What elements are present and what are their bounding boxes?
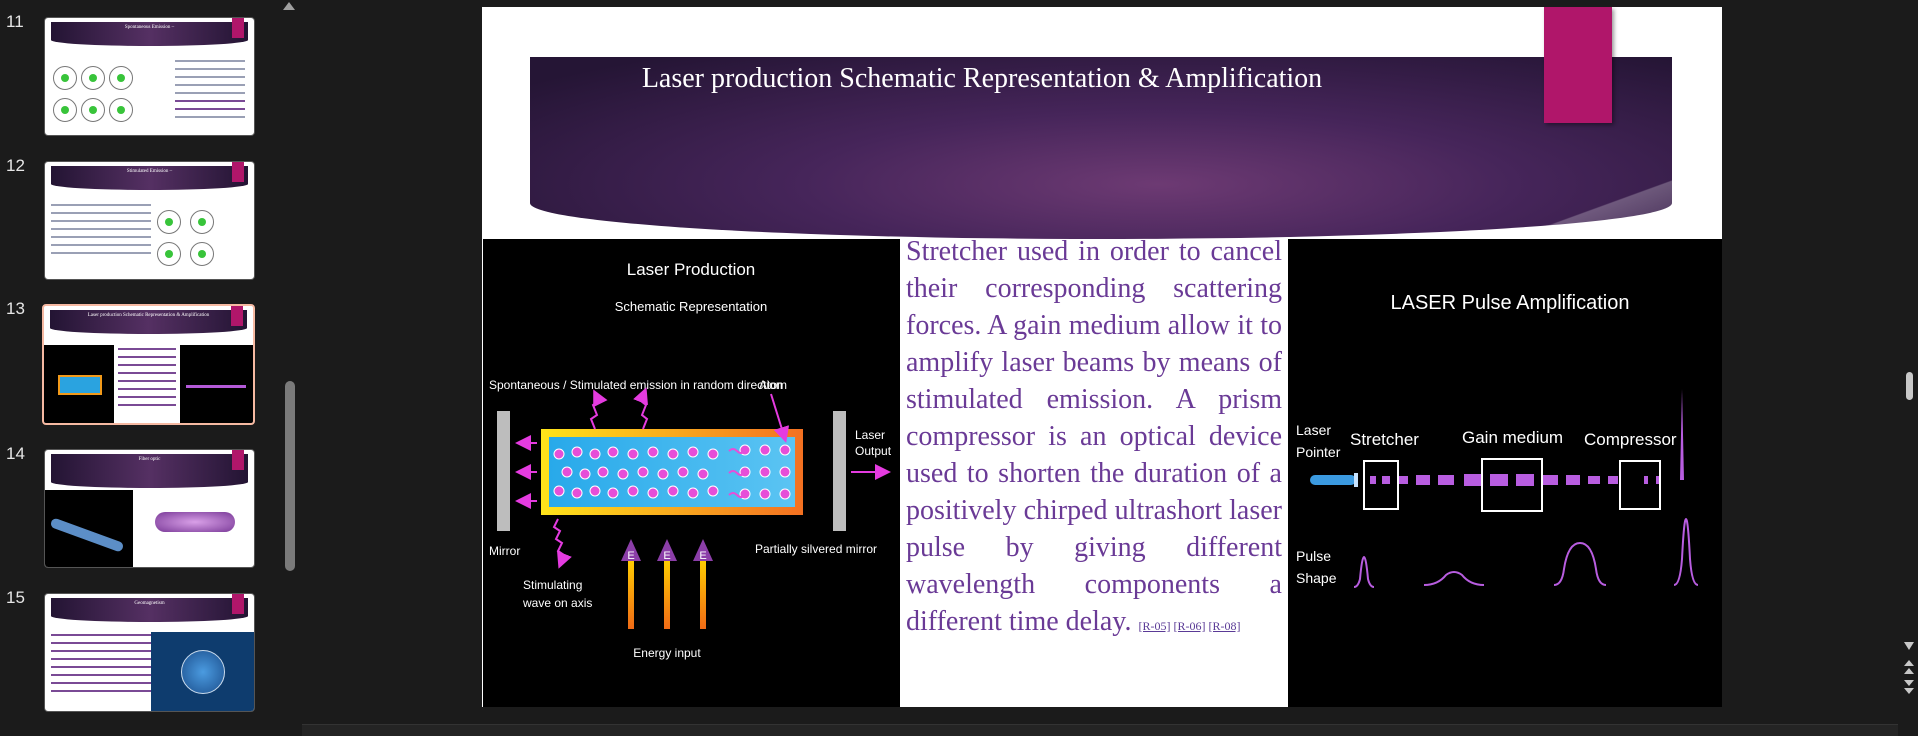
body-paragraph: Stretcher used in order to cancel their … bbox=[906, 236, 1282, 637]
next-slide-icon[interactable] bbox=[1904, 688, 1914, 694]
atom-diagram-icon bbox=[157, 242, 181, 266]
thumb-title: Fiber optic bbox=[138, 457, 161, 462]
atom-diagram-icon bbox=[81, 66, 105, 90]
atom-diagram-icon bbox=[53, 66, 77, 90]
atom-diagram-icon bbox=[190, 210, 214, 234]
scroll-down-icon[interactable] bbox=[1904, 642, 1914, 650]
notes-divider[interactable] bbox=[302, 724, 1898, 736]
reference-link[interactable]: [R-06] bbox=[1173, 619, 1206, 633]
accent-tab bbox=[1544, 7, 1612, 123]
thumb-title: Laser production Schematic Representatio… bbox=[87, 313, 210, 318]
thumb-title: Stimulated Emission – bbox=[126, 169, 173, 174]
editor-scrollbar-thumb[interactable] bbox=[1906, 372, 1913, 400]
thumb-title: Geomagnetism bbox=[134, 601, 165, 606]
emission-arrows bbox=[515, 393, 891, 509]
svg-text:E: E bbox=[699, 550, 706, 562]
figure-subtitle: Schematic Representation bbox=[615, 299, 767, 314]
thumb-title-band: Spontaneous Emission – bbox=[51, 22, 248, 46]
title-band bbox=[530, 57, 1672, 239]
mirror-label: Mirror bbox=[489, 544, 520, 558]
thumb-accent bbox=[232, 18, 244, 38]
slide-number: 11 bbox=[6, 12, 24, 31]
slide-number: 15 bbox=[6, 588, 25, 607]
thumb-figure bbox=[180, 345, 253, 423]
earth-magnetic-field-icon bbox=[151, 632, 254, 711]
thumb-title-band: Laser production Schematic Representatio… bbox=[50, 310, 247, 334]
atom-diagram-icon bbox=[81, 98, 105, 122]
slide-number: 12 bbox=[6, 156, 25, 175]
thumb-title-band: Stimulated Emission – bbox=[51, 166, 248, 190]
gain-medium-label: Gain medium bbox=[1462, 428, 1563, 447]
atoms bbox=[553, 444, 791, 500]
thumb-figure bbox=[155, 512, 235, 532]
reference-link[interactable]: [R-08] bbox=[1208, 619, 1241, 633]
energy-input-label: Energy input bbox=[633, 646, 701, 660]
compressor-box bbox=[1619, 460, 1661, 510]
partial-mirror-label: Partially silvered mirror bbox=[755, 542, 877, 556]
slide-thumbnail-14[interactable]: Fiber optic bbox=[44, 449, 255, 568]
slide-thumbnail-13[interactable]: Laser production Schematic Representatio… bbox=[42, 304, 255, 425]
thumb-accent bbox=[232, 450, 244, 470]
stretcher-label: Stretcher bbox=[1350, 430, 1419, 449]
slide-thumbnail-12[interactable]: Stimulated Emission – bbox=[44, 161, 255, 280]
thumb-accent bbox=[231, 306, 243, 326]
thumb-title-band: Geomagnetism bbox=[51, 598, 248, 622]
thumb-figure bbox=[45, 490, 133, 567]
slide-title[interactable]: Laser production Schematic Representatio… bbox=[641, 63, 1323, 94]
slide-thumbnail-11[interactable]: Spontaneous Emission – bbox=[44, 17, 255, 136]
slide-number: 14 bbox=[6, 444, 25, 463]
energy-input-arrows: E E E bbox=[621, 539, 713, 629]
figure-title: LASER Pulse Amplification bbox=[1390, 292, 1629, 314]
atom-label: Atom bbox=[759, 378, 787, 392]
laser-production-figure[interactable]: Laser Production Schematic Representatio… bbox=[483, 239, 900, 707]
previous-slide-icon[interactable] bbox=[1904, 660, 1914, 666]
slide-number: 13 bbox=[6, 299, 25, 318]
partial-mirror bbox=[833, 411, 846, 531]
scroll-up-icon[interactable] bbox=[283, 2, 295, 10]
thumb-accent bbox=[232, 162, 244, 182]
atom-diagram-icon bbox=[157, 210, 181, 234]
reference-links[interactable]: [R-05] [R-06] [R-08] bbox=[1138, 619, 1240, 633]
figure-title: Laser Production bbox=[627, 260, 756, 279]
slide-thumbnail-15[interactable]: Geomagnetism bbox=[44, 593, 255, 712]
emission-label: Spontaneous / Stimulated emission in ran… bbox=[489, 378, 783, 392]
panel-scrollbar[interactable] bbox=[282, 0, 300, 735]
thumb-accent bbox=[232, 594, 244, 614]
previous-slide-icon[interactable] bbox=[1904, 668, 1914, 674]
mirror bbox=[497, 411, 510, 531]
reference-link[interactable]: [R-05] bbox=[1138, 619, 1171, 633]
svg-text:E: E bbox=[663, 550, 670, 562]
pulse-train bbox=[1370, 474, 1660, 486]
atom-diagram-icon bbox=[53, 98, 77, 122]
atom-diagram-icon bbox=[109, 98, 133, 122]
thumb-title: Spontaneous Emission – bbox=[124, 25, 175, 30]
thumb-figure bbox=[44, 345, 114, 423]
laser-pointer bbox=[1310, 475, 1356, 485]
thumb-title-band: Fiber optic bbox=[51, 454, 248, 488]
editor-scrollbar[interactable] bbox=[1898, 0, 1918, 735]
next-slide-icon[interactable] bbox=[1904, 680, 1914, 686]
slide-thumbnail-panel: 11 Spontaneous Emission – 12 Stimulated … bbox=[0, 0, 282, 735]
laser-production-diagram: Laser Production Schematic Representatio… bbox=[489, 260, 892, 660]
compressor-label: Compressor bbox=[1584, 430, 1677, 449]
atom-diagram-icon bbox=[190, 242, 214, 266]
atom-diagram-icon bbox=[109, 66, 133, 90]
pulse-shapes bbox=[1353, 517, 1699, 588]
panel-scrollbar-thumb[interactable] bbox=[285, 381, 295, 571]
slide-body-text[interactable]: Stretcher used in order to cancel their … bbox=[906, 233, 1282, 645]
gain-medium-box bbox=[1481, 458, 1543, 512]
current-slide[interactable]: Laser production Schematic Representatio… bbox=[482, 7, 1722, 707]
stretcher-box bbox=[1363, 460, 1399, 510]
svg-text:E: E bbox=[627, 550, 634, 562]
